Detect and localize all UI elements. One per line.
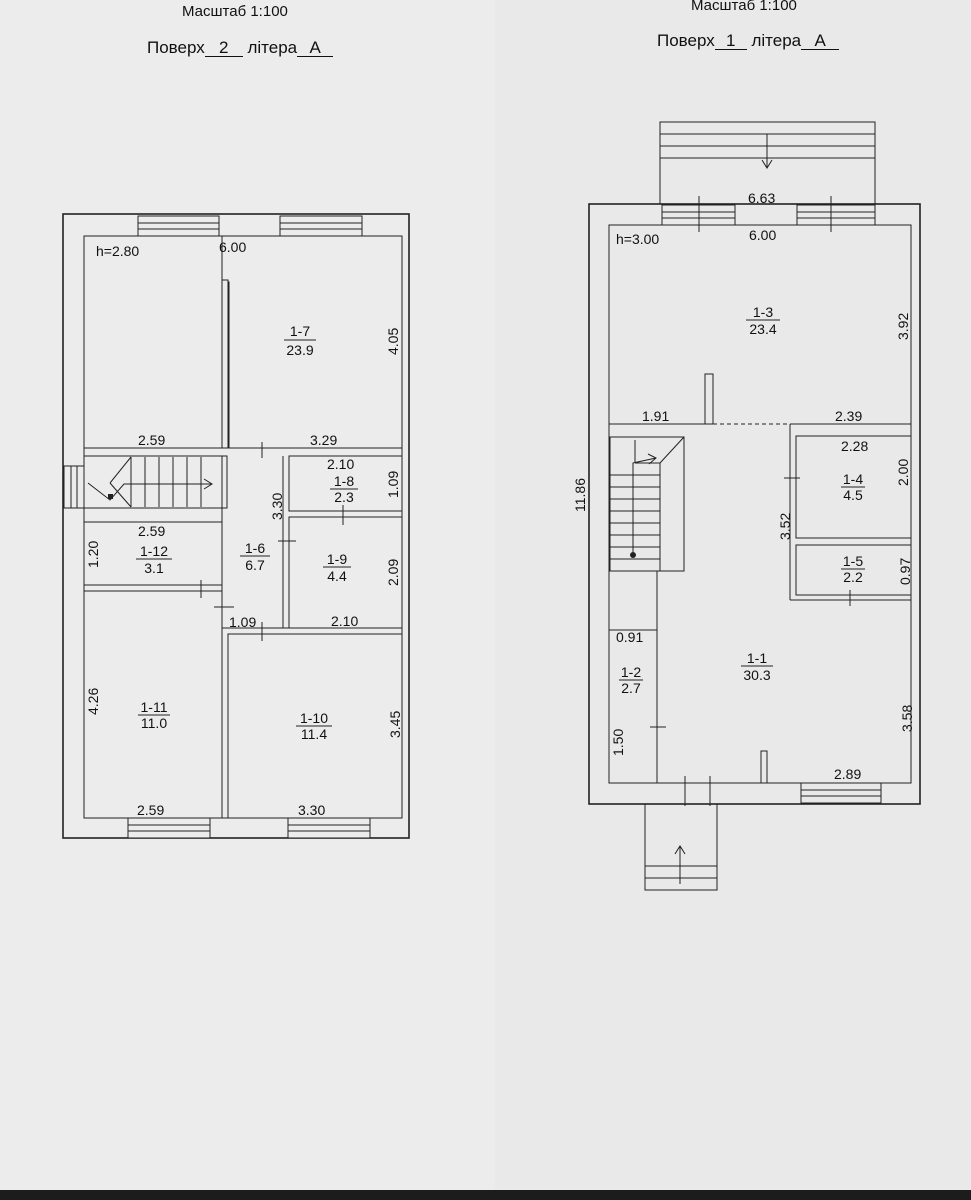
floor-2-dim-259-b: 2.59 [138,523,165,539]
floor-2-dim-259-c: 2.59 [137,802,164,818]
floor-1-room-1-1: 1-1 30.3 [741,650,773,683]
floor-1-stairs [609,436,685,572]
floor-2-room-1-10: 1-10 11.4 [296,710,332,742]
floor-1-dim-097: 0.97 [897,558,913,585]
room-area: 3.1 [144,560,164,576]
floor-1-outer-wall [588,203,921,805]
room-number: 1-1 [747,650,767,666]
floor-2-dim-210-b: 2.10 [331,613,358,629]
floor-2-scale-label: Масштаб 1:100 [182,3,288,20]
floor-1-room-1-2: 1-2 2.7 [619,664,643,696]
floor-2-dim-329: 3.29 [310,432,337,448]
floor-2-partitions [83,235,403,819]
room-area: 23.9 [286,342,313,358]
floor-1-height-label: h=3.00 [616,231,659,247]
floor-2-room-1-9: 1-9 4.4 [323,551,351,584]
floor-1-dim-191: 1.91 [642,408,669,424]
floor-1-dim-358: 3.58 [899,705,915,732]
floor-2-dim-426: 4.26 [85,688,101,715]
floor-2-floor-number: 2 [204,39,243,57]
floor-2-room-1-7: 1-7 23.9 [284,323,316,358]
room-number: 1-3 [753,304,773,320]
room-area: 4.5 [843,487,863,503]
floor-2-outer-wall [62,213,410,839]
floor-2-floor-prefix: Поверх [147,38,205,57]
floor-2-room-1-6: 1-6 6.7 [240,540,270,573]
floor-1-porch-bottom [644,803,718,891]
floor-1-dim-228: 2.28 [841,438,868,454]
floor-2-dim-405: 4.05 [385,328,401,355]
floor-2-dim-109-a: 1.09 [385,471,401,498]
floor-1-dim-289: 2.89 [834,766,861,782]
floor-2-windows [63,215,410,839]
room-number: 1-10 [300,710,328,726]
floor-2-dim-330-h: 3.30 [298,802,325,818]
floor-2-room-1-11: 1-11 11.0 [138,699,170,731]
floor-2-room-1-8: 1-8 2.3 [330,473,358,505]
floor-1-dim-352: 3.52 [777,513,793,540]
room-area: 23.4 [749,321,776,337]
floor-2-height-label: h=2.80 [96,243,139,259]
floor-2-letter: А [297,39,334,57]
floor-2-room-1-12: 1-12 3.1 [136,543,172,576]
floor-1-floor-number: 1 [714,32,747,50]
floor-1-dim-239: 2.39 [835,408,862,424]
room-area: 30.3 [743,667,770,683]
room-area: 11.0 [141,715,167,731]
floor-2-dim-330-v: 3.30 [269,493,285,520]
floor-1-dim-1186: 11.86 [572,478,588,512]
floor-1-partitions [608,373,912,806]
floor-1-plan: 6.63 h=3.00 6.00 3.92 1.91 2.39 2.28 2.0… [572,121,921,891]
room-area: 4.4 [327,568,347,584]
floor-1-scale-label: Масштаб 1:100 [691,0,797,14]
floor-1-dim-200: 2.00 [895,459,911,486]
floor-1-room-1-3: 1-3 23.4 [746,304,780,337]
floor-1-room-1-5: 1-5 2.2 [841,553,865,585]
room-number: 1-11 [141,699,168,715]
floor-1-windows [588,196,921,804]
floor-2-dim-345: 3.45 [387,711,403,738]
floor-2-inner-outline [83,235,403,819]
floor-2-dim-120: 1.20 [85,541,101,568]
floor-2-plan: h=2.80 6.00 4.05 2.59 3.29 2.10 1.09 3.3… [62,213,410,839]
room-area: 2.2 [843,569,863,585]
floor-2-stairs [87,456,213,508]
bottom-bar [0,1190,971,1200]
floor-1-dim-663: 6.63 [748,190,775,206]
room-number: 1-2 [621,664,641,680]
floor-2-dim-259-a: 2.59 [138,432,165,448]
floor-2-dim-209: 2.09 [385,559,401,586]
floor-2-dim-top: 6.00 [219,239,246,255]
floor-1-room-1-4: 1-4 4.5 [841,471,865,503]
room-area: 2.7 [621,680,641,696]
room-area: 6.7 [245,557,265,573]
room-area: 11.4 [301,726,327,742]
room-number: 1-7 [290,323,310,339]
floor-2-dim-109-b: 1.09 [229,614,256,630]
room-number: 1-12 [140,543,168,559]
floor-1-dim-top: 6.00 [749,227,776,243]
floor-1-dim-392: 3.92 [895,313,911,340]
floor-2-sheet [0,0,495,1190]
floor-2-letter-prefix: літера [247,38,298,57]
floor-1-dim-150: 1.50 [610,729,626,756]
room-number: 1-4 [843,471,863,487]
floor-1-letter-prefix: літера [751,31,802,50]
floor-1-letter: А [801,32,840,50]
floor-2-dim-210-a: 2.10 [327,456,354,472]
room-number: 1-8 [334,473,354,489]
floor-1-dim-091: 0.91 [616,629,643,645]
room-area: 2.3 [334,489,354,505]
room-number: 1-6 [245,540,265,556]
floor-1-floor-prefix: Поверх [657,31,715,50]
room-number: 1-9 [327,551,347,567]
room-number: 1-5 [843,553,863,569]
